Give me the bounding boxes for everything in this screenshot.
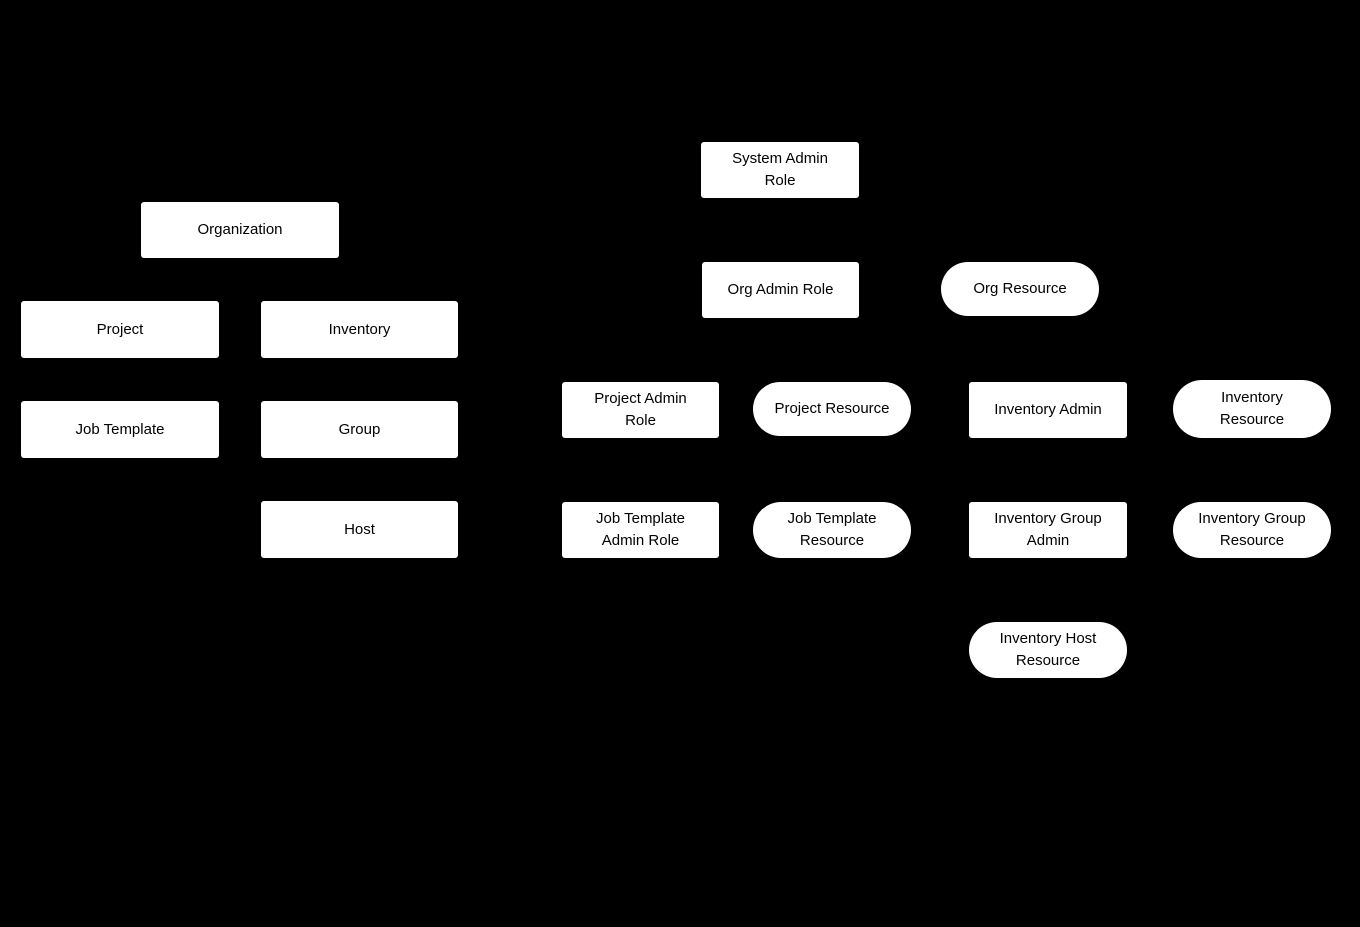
node-host: Host [261,501,458,558]
node-inventory-admin: Inventory Admin [969,382,1127,438]
node-job-template-admin-role: Job Template Admin Role [562,502,719,558]
node-inventory-resource: Inventory Resource [1173,380,1331,438]
node-inventory-group-admin: Inventory Group Admin [969,502,1127,558]
node-project-admin-role: Project Admin Role [562,382,719,438]
node-job-template-resource: Job Template Resource [753,502,911,558]
node-organization: Organization [141,202,339,258]
node-org-admin-role: Org Admin Role [702,262,859,318]
node-system-admin-role: System Admin Role [701,142,859,198]
node-inventory-group-resource: Inventory Group Resource [1173,502,1331,558]
node-inventory-host-resource: Inventory Host Resource [969,622,1127,678]
node-project: Project [21,301,219,358]
node-org-resource: Org Resource [941,262,1099,316]
node-job-template: Job Template [21,401,219,458]
node-project-resource: Project Resource [753,382,911,436]
node-group: Group [261,401,458,458]
node-inventory: Inventory [261,301,458,358]
